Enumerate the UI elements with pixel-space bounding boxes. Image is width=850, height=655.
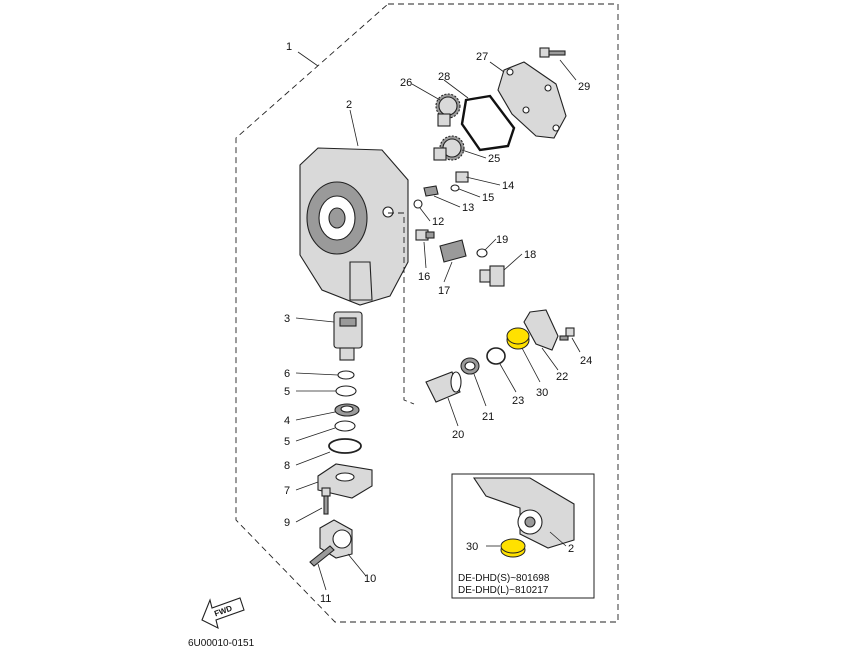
o-ring-15 <box>450 184 460 192</box>
inset-callout-2: 2 <box>568 543 574 555</box>
drive-shaft <box>333 311 363 361</box>
sleeve-20 <box>425 371 462 403</box>
callout-19: 19 <box>496 234 508 246</box>
callout-28: 28 <box>438 71 450 83</box>
bearing-21 <box>460 357 480 375</box>
callout-23: 23 <box>512 395 524 407</box>
spring-17 <box>439 239 467 263</box>
plug-18 <box>479 265 505 287</box>
gear-case-housing <box>299 147 409 306</box>
leader-lines <box>295 51 581 591</box>
inset-note-line2: DE-DHD(L)~810217 <box>458 585 549 596</box>
callout-22: 22 <box>556 371 568 383</box>
callout-3: 3 <box>284 313 290 325</box>
callout-17: 17 <box>438 285 450 297</box>
gear-26 <box>435 93 461 127</box>
callout-20: 20 <box>452 429 464 441</box>
callout-11: 11 <box>320 593 331 605</box>
bolt-24 <box>559 327 575 341</box>
o-ring-19 <box>476 248 488 258</box>
cap-30-highlight <box>506 327 530 350</box>
callout-16: 16 <box>418 271 430 283</box>
gasket-28 <box>460 94 516 152</box>
cover-22 <box>523 309 559 351</box>
callout-10: 10 <box>364 573 376 585</box>
inset-note-line1: DE-DHD(S)~801698 <box>458 573 550 584</box>
washer-5-upper <box>335 385 357 397</box>
o-ring-23 <box>486 347 506 365</box>
callouts: 1 2 3 6 5 4 5 8 7 9 10 11 12 13 14 15 16… <box>284 41 592 605</box>
callout-26: 26 <box>400 77 412 89</box>
callout-29: 29 <box>578 81 590 93</box>
washer-5-lower <box>334 420 356 432</box>
fwd-arrow-icon: FWD <box>201 597 245 630</box>
callout-7: 7 <box>284 485 290 497</box>
callout-24: 24 <box>580 355 592 367</box>
spring-13 <box>423 185 439 197</box>
plug-14 <box>455 171 469 183</box>
callout-2: 2 <box>346 99 352 111</box>
callout-8: 8 <box>284 460 290 472</box>
o-ring-6 <box>337 370 355 380</box>
callout-15: 15 <box>482 192 494 204</box>
cover-27 <box>497 61 567 139</box>
o-ring-8 <box>328 438 362 454</box>
callout-1: 1 <box>286 41 292 53</box>
callout-4: 4 <box>284 415 290 427</box>
gear-25 <box>433 135 465 161</box>
callout-30: 30 <box>536 387 548 399</box>
callout-9: 9 <box>284 517 290 529</box>
ball-12 <box>413 199 423 209</box>
bracket-plate <box>317 463 373 499</box>
inset-callout-30: 30 <box>466 541 478 553</box>
bolt-9 <box>321 487 331 515</box>
callout-14: 14 <box>502 180 514 192</box>
drawing-code: 6U00010-0151 <box>188 638 255 649</box>
plug-16 <box>415 229 435 241</box>
callout-5-lower: 5 <box>284 436 290 448</box>
callout-18: 18 <box>524 249 536 261</box>
callout-5-upper: 5 <box>284 386 290 398</box>
callout-27: 27 <box>476 51 488 63</box>
callout-12: 12 <box>432 216 444 228</box>
oil-seal-4 <box>334 403 360 417</box>
callout-25: 25 <box>488 153 500 165</box>
callout-13: 13 <box>462 202 474 214</box>
callout-6: 6 <box>284 368 290 380</box>
inset-cap-30-highlight <box>500 538 526 558</box>
bolt-29 <box>539 47 566 58</box>
assembly-boundary <box>235 3 619 623</box>
inset-detail: 30 2 DE-DHD(S)~801698 DE-DHD(L)~810217 <box>451 473 595 599</box>
callout-21: 21 <box>482 411 494 423</box>
pin-11 <box>309 545 335 567</box>
